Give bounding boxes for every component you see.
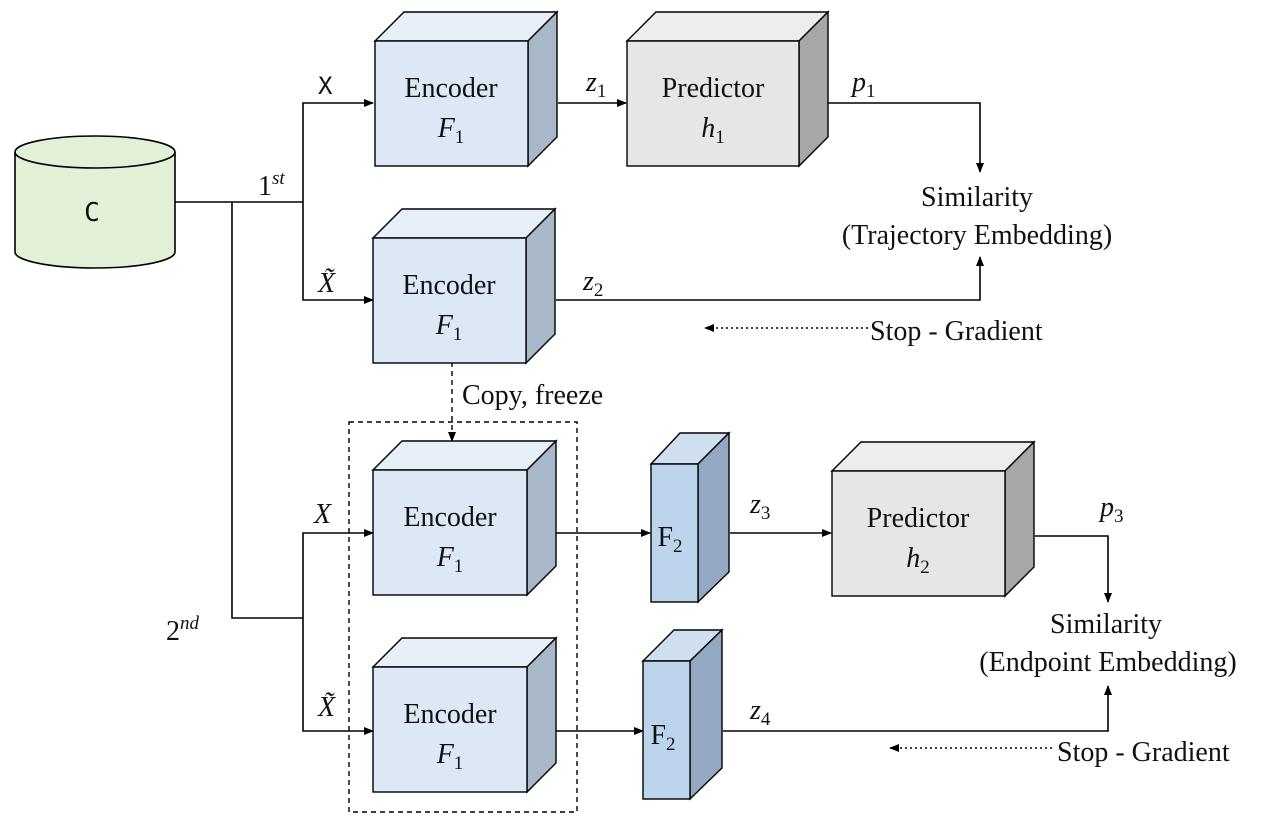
- encoder-symbol: F1: [436, 739, 464, 774]
- similarity-endpoint-subtitle: (Endpoint Embedding): [979, 647, 1236, 678]
- projection-block-2: F2: [641, 628, 724, 801]
- encoder-top-face: [373, 11, 559, 42]
- predictor-block-2: Predictor h2: [830, 440, 1036, 598]
- cylinder-body: [14, 152, 176, 269]
- projection-symbol: F2: [657, 522, 682, 557]
- encoder-front-face: [372, 469, 528, 596]
- encoder-title: Encoder: [402, 270, 496, 301]
- encoder-front-face: [372, 237, 527, 364]
- z-label-3: z3: [749, 489, 770, 524]
- encoder-symbol: F1: [437, 113, 465, 148]
- predictor-block-1: Predictor h1: [625, 10, 830, 168]
- encoder-front-face: [372, 666, 528, 793]
- encoder-title: Encoder: [403, 502, 497, 533]
- connectors: [175, 99, 1112, 752]
- projection-front-face: [642, 660, 691, 800]
- predictor-symbol: h1: [701, 113, 725, 148]
- stop-gradient-label-2: Stop - Gradient: [1057, 737, 1230, 768]
- z-label-4: z4: [749, 695, 771, 730]
- predictor-symbol: h2: [906, 543, 930, 578]
- p-label-3: p3: [1098, 492, 1124, 527]
- encoder-block-1: Encoder F1: [373, 10, 559, 168]
- predictor-front-face: [626, 40, 800, 167]
- projection-block-1: F2: [649, 431, 731, 604]
- input-label-x-tilde-2: X̃: [317, 692, 336, 723]
- similarity-endpoint-title: Similarity: [1050, 609, 1162, 640]
- p-label-1: p1: [850, 67, 876, 102]
- encoder-block-3: Encoder F1: [371, 439, 558, 597]
- frozen-encoder-frame: [348, 421, 578, 813]
- input-label-x: X: [318, 72, 333, 100]
- encoder-block-4: Encoder F1: [371, 636, 558, 794]
- predictor-title: Predictor: [867, 503, 970, 534]
- encoder-top-face: [371, 637, 558, 668]
- stop-gradient-label-1: Stop - Gradient: [870, 316, 1043, 347]
- encoder-block-2: Encoder F1: [371, 207, 557, 365]
- encoder-symbol: F1: [435, 310, 463, 345]
- branch-label-second: 2nd: [166, 613, 200, 647]
- encoder-top-face: [371, 440, 558, 471]
- cylinder-top: [14, 135, 176, 169]
- predictor-top-face: [625, 11, 830, 42]
- encoder-front-face: [374, 40, 529, 167]
- encoder-symbol: F1: [436, 542, 464, 577]
- predictor-title: Predictor: [662, 73, 765, 104]
- predictor-front-face: [831, 470, 1006, 597]
- database-label: C: [84, 198, 100, 228]
- z-label-1: z1: [585, 67, 606, 102]
- branch-label-first: 1st: [258, 168, 285, 202]
- input-label-x-italic: X: [313, 499, 332, 530]
- encoder-title: Encoder: [403, 699, 497, 730]
- predictor-top-face: [830, 441, 1036, 472]
- projection-front-face: [650, 463, 699, 603]
- similarity-trajectory-subtitle: (Trajectory Embedding): [842, 220, 1112, 251]
- input-label-x-tilde-1: X̃: [317, 268, 336, 299]
- encoder-top-face: [371, 208, 557, 239]
- encoder-title: Encoder: [404, 73, 498, 104]
- z-label-2: z2: [582, 266, 603, 301]
- copy-freeze-label: Copy, freeze: [462, 380, 603, 411]
- database-cylinder: C: [14, 135, 176, 269]
- similarity-trajectory-title: Similarity: [921, 182, 1033, 213]
- projection-symbol: F2: [650, 720, 675, 755]
